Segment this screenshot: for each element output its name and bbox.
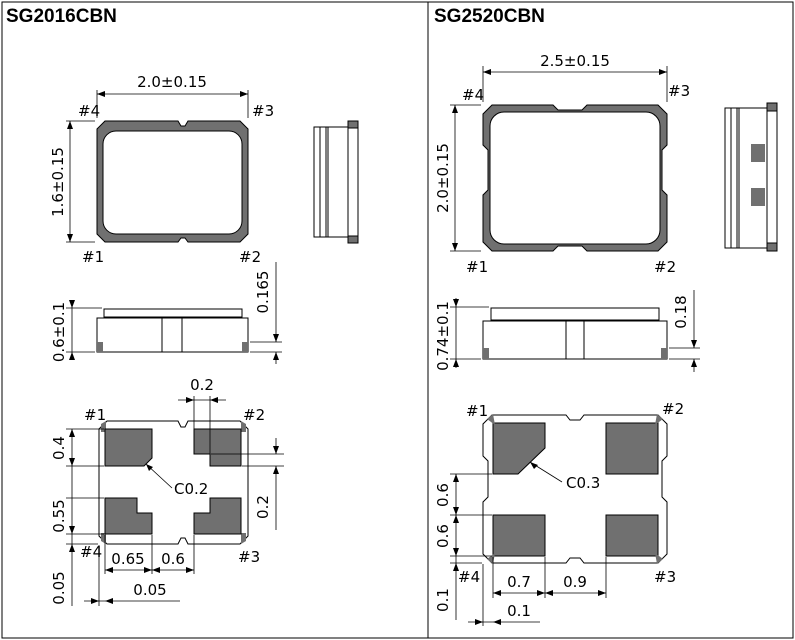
right-pad-dim: 0.18	[672, 295, 690, 328]
right-width-dim: 2.5±0.15	[540, 52, 610, 70]
left-pad-dim: 0.165	[254, 271, 272, 314]
left-top-view: 2.0±0.15 1.6±0.15 #4 #3 #1 #2	[49, 73, 274, 266]
right-side-height-dim: 0.74±0.1	[434, 301, 452, 371]
right-footprint: #1 #2 #3 #4 C0.3 0.6 0.6 0.1 0.7 0.9	[434, 400, 684, 626]
right-height-dim: 2.0±0.15	[434, 143, 452, 213]
left-fp-pin2: #2	[243, 406, 265, 424]
right-fp-pin3: #3	[654, 568, 676, 586]
right-pad-3	[605, 514, 659, 557]
right-pad-w-dim: 0.7	[507, 573, 531, 591]
right-title: SG2520CBN	[434, 6, 545, 27]
right-pitch-v1-dim: 0.6	[434, 483, 452, 507]
right-lid	[489, 111, 661, 245]
left-edge-v-dim: 0.05	[50, 571, 68, 604]
right-edge-h-dim: 0.1	[507, 602, 531, 620]
right-side-base	[482, 320, 668, 360]
right-side-view: 0.74±0.1 0.18	[434, 290, 700, 372]
left-top-pin2: #2	[239, 248, 261, 266]
left-top-pin3: #3	[252, 102, 274, 120]
left-pitch-v-dim: 0.55	[50, 499, 68, 532]
left-side-height-dim: 0.6±0.1	[50, 302, 68, 362]
right-top-pin1: #1	[466, 258, 488, 276]
left-top-pin1: #1	[82, 248, 104, 266]
left-height-dim: 1.6±0.15	[49, 147, 67, 217]
left-pad-h-dim: 0.4	[50, 436, 68, 460]
left-title: SG2016CBN	[6, 6, 117, 27]
right-fp-pin1: #1	[466, 402, 488, 420]
right-fp-pin2: #2	[662, 400, 684, 418]
right-side-lid	[490, 307, 660, 321]
right-pad-2	[605, 422, 659, 475]
left-side-lid	[103, 308, 243, 318]
left-width-dim: 2.0±0.15	[137, 73, 207, 91]
right-end-view	[724, 102, 778, 252]
right-pad-4	[492, 514, 546, 557]
left-pad-2	[193, 428, 242, 467]
left-pad-w-dim: 0.65	[111, 550, 144, 568]
left-chamfer-label: C0.2	[174, 480, 208, 498]
right-top-pin2: #2	[654, 258, 676, 276]
right-pitch-h-dim: 0.9	[563, 573, 587, 591]
right-edge-v-dim: 0.1	[434, 588, 452, 612]
left-pad-1	[104, 428, 153, 467]
left-fp-pin4: #4	[80, 543, 102, 561]
right-fp-pin4: #4	[458, 568, 480, 586]
left-fp-pin3: #3	[238, 548, 260, 566]
right-pad-1	[492, 422, 546, 475]
left-end-view	[313, 120, 359, 244]
left-footprint: #1 #2 #3 #4 0.2 0.4 0.55 0.05 0.2	[50, 376, 284, 606]
left-lid	[102, 130, 243, 235]
left-pad-4	[104, 497, 153, 535]
left-pad-3	[193, 497, 242, 535]
left-fp-pin1: #1	[84, 406, 106, 424]
right-chamfer-label: C0.3	[566, 474, 600, 492]
left-top-pin4: #4	[78, 102, 100, 120]
left-side-view: 0.6±0.1 0.165	[50, 262, 282, 364]
left-side-base	[96, 317, 249, 353]
right-top-pin3: #3	[668, 82, 690, 100]
right-top-view: 2.5±0.15 2.0±0.15 #4 #3 #1 #2	[434, 52, 690, 276]
left-pitch-h-dim: 0.6	[161, 550, 185, 568]
left-edge-h-dim: 0.05	[133, 581, 166, 599]
right-top-pin4: #4	[462, 86, 484, 104]
left-gap-top-dim: 0.2	[190, 376, 214, 394]
left-right-gap-dim: 0.2	[254, 495, 272, 519]
right-pitch-v2-dim: 0.6	[434, 524, 452, 548]
